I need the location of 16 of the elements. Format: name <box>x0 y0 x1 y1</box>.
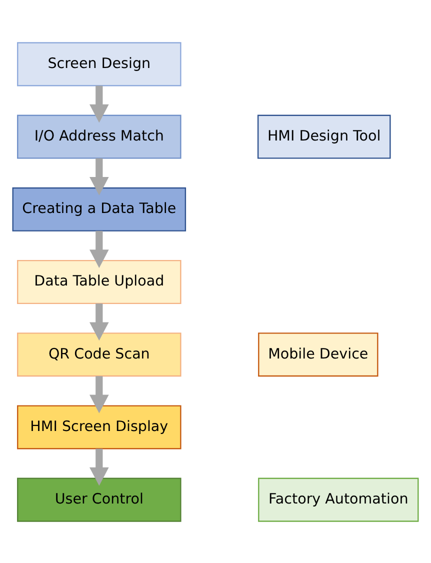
node-box: Mobile Device <box>258 332 378 376</box>
node-box: QR Code Scan <box>17 332 182 376</box>
arrow <box>90 85 109 122</box>
node-box: I/O Address Match <box>17 114 182 158</box>
arrow <box>90 158 109 195</box>
node-box: HMI Design Tool <box>257 114 391 158</box>
node-box: Screen Design <box>17 42 182 86</box>
arrow <box>90 448 109 486</box>
node-box: HMI Screen Display <box>17 404 182 449</box>
node-box: Creating a Data Table <box>12 186 186 231</box>
arrow <box>90 230 109 268</box>
node-box: User Control <box>17 477 182 522</box>
arrow <box>90 376 109 413</box>
arrow <box>90 303 109 340</box>
node-box: Data Table Upload <box>17 259 182 304</box>
node-box: Factory Automation <box>258 477 419 522</box>
